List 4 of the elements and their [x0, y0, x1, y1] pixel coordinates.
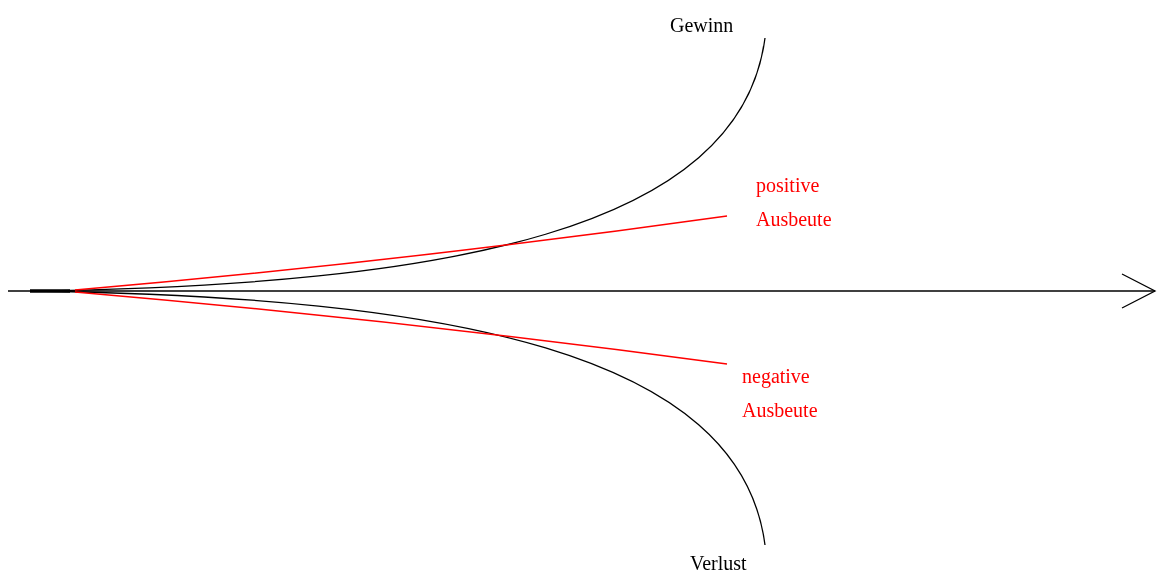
curve-label: negative Ausbeute: [742, 364, 819, 423]
curve-label: Gewinn: [670, 13, 735, 38]
curve-label: positive Ausbeute: [756, 173, 833, 232]
curve-label: Verlust: [690, 551, 748, 574]
